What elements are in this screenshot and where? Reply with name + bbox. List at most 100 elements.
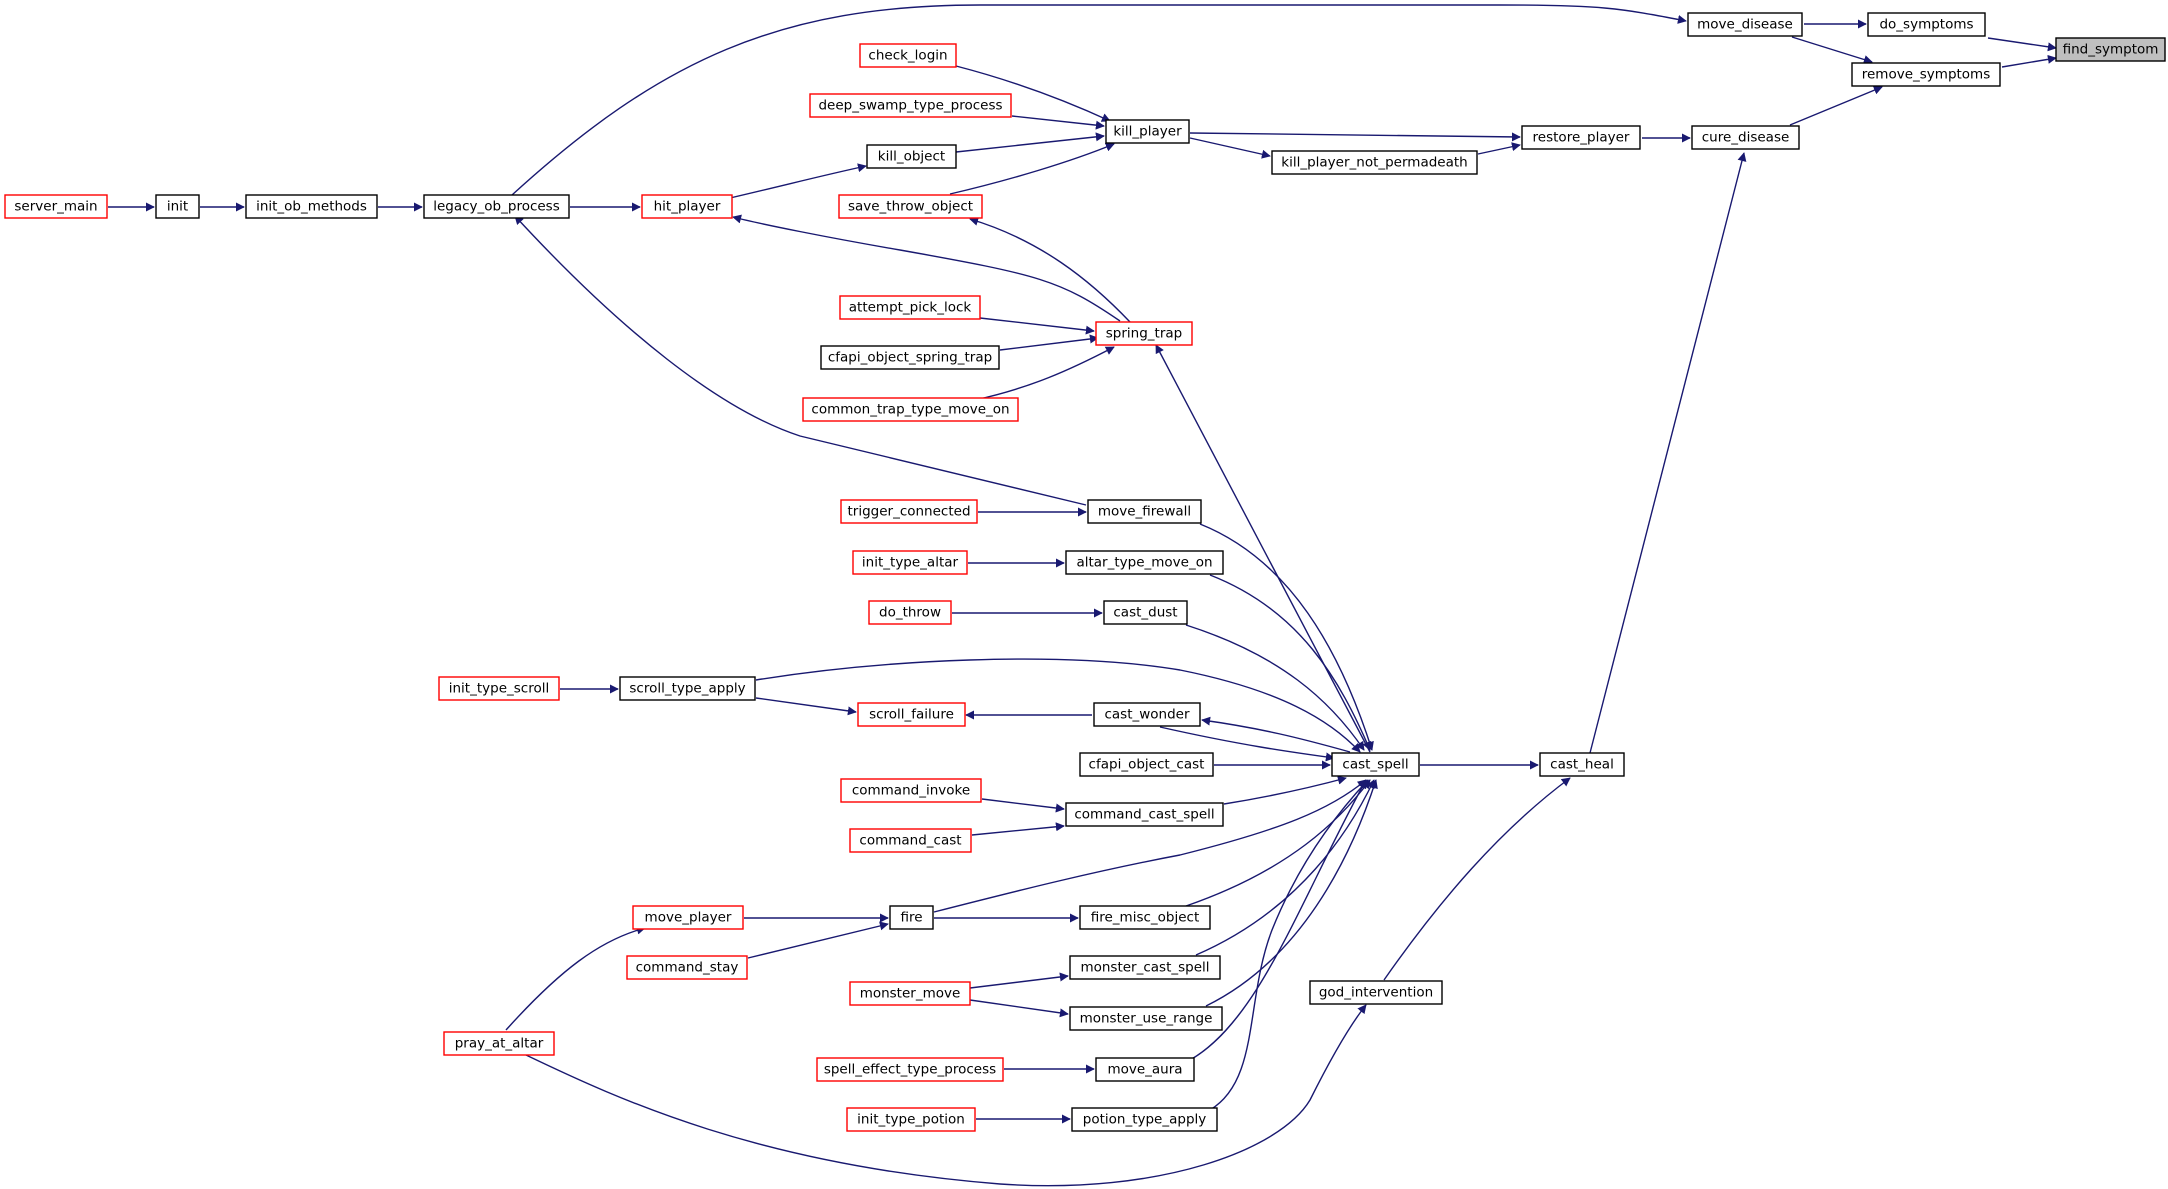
node-scroll-failure[interactable]: scroll_failure [857, 702, 966, 727]
svg-text:attempt_pick_lock: attempt_pick_lock [849, 300, 972, 316]
node-hit-player[interactable]: hit_player [641, 194, 733, 219]
node-move-player[interactable]: move_player [632, 905, 744, 930]
node-init[interactable]: init [155, 194, 200, 219]
svg-text:kill_player: kill_player [1113, 124, 1182, 140]
edge-fire-misc-object-cast-spell [1185, 779, 1371, 907]
svg-text:fire: fire [900, 910, 922, 926]
edge-common-trap-spring-trap [974, 346, 1115, 401]
node-find-symptom[interactable]: find_symptom [2055, 37, 2166, 62]
edge-legacy-ob-process-move-disease [511, 4, 1687, 196]
edge-spring-trap-save-throw [969, 217, 1131, 323]
node-init-type-altar[interactable]: init_type_altar [852, 550, 968, 575]
edge-kill-player-restore-player [1189, 132, 1521, 142]
node-move-disease[interactable]: move_disease [1687, 12, 1803, 37]
svg-text:potion_type_apply: potion_type_apply [1083, 1112, 1207, 1128]
node-command-cast[interactable]: command_cast [849, 828, 972, 853]
svg-text:restore_player: restore_player [1533, 130, 1630, 146]
svg-text:move_disease: move_disease [1697, 17, 1793, 33]
edge-monster-move-monster-cast-spell [969, 972, 1069, 989]
node-cure-disease[interactable]: cure_disease [1691, 125, 1800, 150]
edge-spring-trap-hit-player [732, 214, 1121, 322]
node-spring-trap[interactable]: spring_trap [1095, 321, 1193, 346]
node-do-throw[interactable]: do_throw [868, 600, 952, 625]
svg-text:move_aura: move_aura [1107, 1062, 1182, 1078]
node-spell-effect-type-process[interactable]: spell_effect_type_process [816, 1057, 1004, 1082]
node-legacy-ob-process[interactable]: legacy_ob_process [423, 194, 570, 219]
node-command-invoke[interactable]: command_invoke [840, 778, 982, 803]
svg-text:hit_player: hit_player [654, 199, 721, 215]
node-fire-misc-object[interactable]: fire_misc_object [1079, 905, 1211, 930]
node-deep-swamp-type-process[interactable]: deep_swamp_type_process [809, 93, 1012, 118]
edge-attempt-pick-lock-spring-trap [979, 317, 1095, 335]
node-check-login[interactable]: check_login [859, 43, 957, 68]
node-cfapi-object-cast[interactable]: cfapi_object_cast [1079, 752, 1214, 777]
edge-move-aura-cast-spell [1189, 779, 1367, 1061]
svg-text:init_ob_methods: init_ob_methods [256, 199, 367, 215]
node-cast-spell[interactable]: cast_spell [1331, 752, 1420, 777]
edge-remove-symptoms-find-symptom [2001, 54, 2057, 68]
svg-text:move_firewall: move_firewall [1098, 504, 1191, 520]
edge-monster-cast-spell-cast-spell [1195, 779, 1375, 956]
node-monster-move[interactable]: monster_move [849, 981, 971, 1006]
node-init-type-potion[interactable]: init_type_potion [846, 1107, 976, 1132]
node-cast-dust[interactable]: cast_dust [1103, 600, 1188, 625]
node-trigger-connected[interactable]: trigger_connected [840, 499, 978, 524]
svg-text:fire_misc_object: fire_misc_object [1091, 910, 1200, 926]
node-kill-player-not-permadeath[interactable]: kill_player_not_permadeath [1271, 150, 1478, 175]
node-monster-use-range[interactable]: monster_use_range [1069, 1006, 1223, 1031]
svg-text:find_symptom: find_symptom [2063, 42, 2159, 58]
node-init-type-scroll[interactable]: init_type_scroll [438, 676, 560, 701]
edge-scroll-type-apply-cast-spell [755, 658, 1361, 753]
node-do-symptoms[interactable]: do_symptoms [1867, 12, 1986, 37]
node-kill-player[interactable]: kill_player [1105, 119, 1190, 144]
svg-text:scroll_failure: scroll_failure [869, 707, 954, 723]
edge-kill-object-kill-player [955, 132, 1105, 153]
node-cfapi-object-spring-trap[interactable]: cfapi_object_spring_trap [820, 345, 1000, 370]
edge-command-stay-fire [747, 921, 889, 959]
node-server-main[interactable]: server_main [4, 194, 108, 219]
node-move-aura[interactable]: move_aura [1095, 1057, 1195, 1082]
node-remove-symptoms[interactable]: remove_symptoms [1851, 62, 2001, 87]
svg-text:pray_at_altar: pray_at_altar [455, 1036, 544, 1052]
edge-cfapi-spring-trap-spring-trap [999, 334, 1099, 351]
node-fire[interactable]: fire [889, 905, 934, 930]
node-pray-at-altar[interactable]: pray_at_altar [443, 1031, 555, 1056]
node-cast-wonder[interactable]: cast_wonder [1093, 702, 1201, 727]
svg-text:cfapi_object_spring_trap: cfapi_object_spring_trap [828, 350, 992, 366]
node-restore-player[interactable]: restore_player [1521, 125, 1641, 150]
node-altar-type-move-on[interactable]: altar_type_move_on [1065, 550, 1224, 575]
svg-text:init_type_altar: init_type_altar [862, 555, 959, 571]
edge-kill-player-kill-player-not-permadeath [1189, 137, 1271, 159]
node-monster-cast-spell[interactable]: monster_cast_spell [1069, 955, 1221, 980]
node-command-stay[interactable]: command_stay [626, 955, 748, 980]
svg-text:server_main: server_main [14, 199, 97, 215]
node-scroll-type-apply[interactable]: scroll_type_apply [619, 676, 756, 701]
node-save-throw-object[interactable]: save_throw_object [838, 194, 983, 219]
node-move-firewall[interactable]: move_firewall [1087, 499, 1202, 524]
node-common-trap-type-move-on[interactable]: common_trap_type_move_on [802, 397, 1019, 422]
svg-text:command_cast: command_cast [859, 833, 961, 849]
node-command-cast-spell[interactable]: command_cast_spell [1065, 802, 1224, 827]
svg-text:kill_player_not_permadeath: kill_player_not_permadeath [1281, 155, 1467, 171]
node-potion-type-apply[interactable]: potion_type_apply [1071, 1107, 1218, 1132]
node-attempt-pick-lock[interactable]: attempt_pick_lock [839, 295, 981, 320]
node-init-ob-methods[interactable]: init_ob_methods [245, 194, 378, 219]
edge-altar-type-move-on-cast-spell [1209, 574, 1371, 751]
svg-text:check_login: check_login [868, 48, 947, 64]
node-kill-object[interactable]: kill_object [866, 144, 957, 169]
svg-text:init_type_potion: init_type_potion [857, 1112, 965, 1128]
svg-text:do_throw: do_throw [879, 605, 941, 621]
node-cast-heal[interactable]: cast_heal [1539, 752, 1625, 777]
svg-text:monster_cast_spell: monster_cast_spell [1080, 960, 1209, 976]
svg-text:command_stay: command_stay [636, 960, 739, 976]
edge-god-intervention-cast-heal [1383, 777, 1571, 981]
edge-cast-wonder-cast-spell [1159, 726, 1335, 762]
svg-text:god_intervention: god_intervention [1319, 985, 1433, 1001]
svg-text:cast_spell: cast_spell [1342, 757, 1408, 773]
edge-monster-use-range-cast-spell [1205, 779, 1378, 1007]
svg-text:deep_swamp_type_process: deep_swamp_type_process [818, 98, 1002, 114]
svg-text:init: init [167, 199, 188, 215]
node-god-intervention[interactable]: god_intervention [1309, 980, 1443, 1005]
svg-text:command_invoke: command_invoke [852, 783, 970, 799]
edge-scroll-type-apply-scroll-failure [755, 697, 857, 716]
